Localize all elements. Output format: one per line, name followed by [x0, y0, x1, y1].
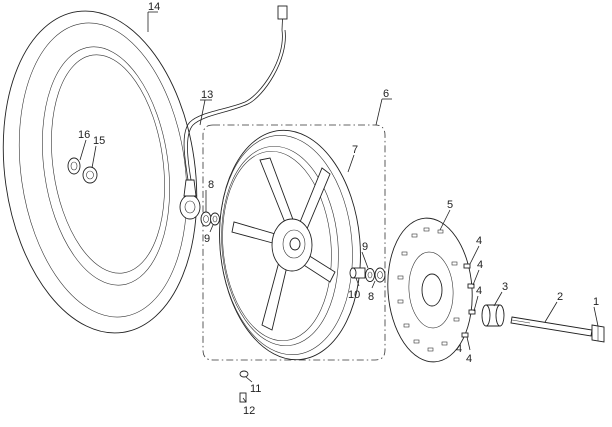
callout-11: 11 [250, 383, 261, 395]
callout-10: 10 [348, 289, 360, 301]
screw-part-12 [239, 392, 247, 403]
washer-part-11 [239, 370, 249, 378]
callout-7: 7 [352, 144, 358, 156]
callout-12: 12 [243, 405, 255, 417]
callout-9-right: 9 [362, 241, 368, 253]
callout-16: 16 [78, 129, 90, 141]
callout-3: 3 [502, 281, 508, 293]
spacer-part-10 [349, 267, 366, 279]
wheel-assembly-outline [202, 124, 386, 361]
bearing-part-8-left [200, 211, 212, 227]
seal-part-9-right [365, 268, 375, 282]
callout-2: 2 [557, 291, 563, 303]
tire-part-14 [2, 10, 198, 334]
callout-labels: 14 16 15 13 6 7 8 9 9 10 8 5 4 4 4 4 4 3… [78, 1, 599, 417]
valve-cap-part-16 [67, 157, 81, 175]
callout-8-right: 8 [368, 291, 374, 303]
callout-8-left: 8 [208, 179, 214, 191]
callout-6: 6 [383, 88, 389, 100]
callout-4-e: 4 [466, 353, 472, 365]
bearing-part-8-right [374, 267, 386, 283]
callout-15: 15 [93, 135, 105, 147]
callout-14: 14 [148, 1, 160, 13]
bushing-part-3 [481, 304, 505, 327]
callout-1: 1 [593, 296, 599, 308]
rim-part-7 [219, 129, 361, 361]
axle-part-2 [510, 316, 593, 337]
axle-nut-part-1 [591, 324, 605, 343]
brake-disc-part-5 [387, 217, 473, 363]
callout-4-c: 4 [476, 285, 482, 297]
callout-13: 13 [201, 89, 213, 101]
callout-4-d: 4 [456, 343, 462, 355]
callout-4-a: 4 [476, 235, 482, 247]
seal-part-9-left [210, 212, 220, 226]
callout-5: 5 [447, 199, 453, 211]
callout-9-left: 9 [204, 233, 210, 245]
valve-part-15 [82, 166, 98, 184]
leader-lines [79, 11, 599, 403]
callout-4-b: 4 [477, 259, 483, 271]
speed-sensor-cable-part-13 [179, 5, 288, 220]
disc-bolts-part-4 [461, 263, 476, 338]
